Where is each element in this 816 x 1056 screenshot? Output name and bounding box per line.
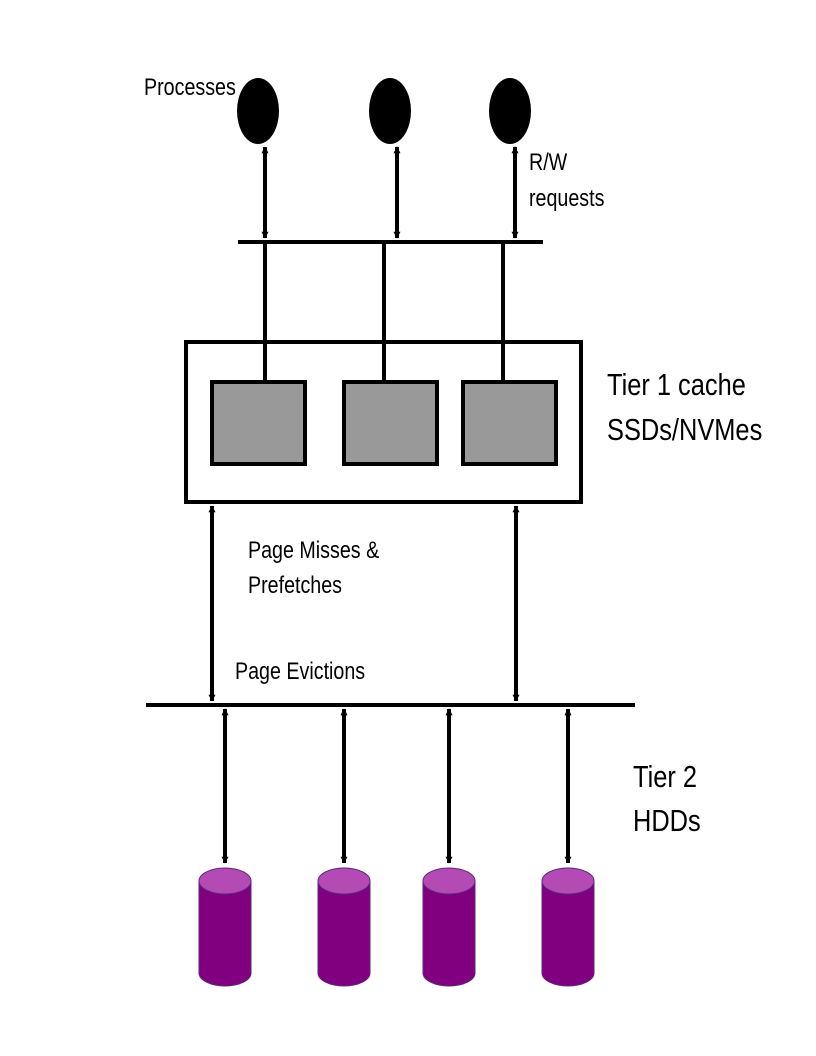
tier2-label-line1: Tier 2: [633, 760, 697, 795]
tier2-label-line2: HDDs: [633, 804, 701, 839]
page-misses-label-line2: Prefetches: [248, 571, 342, 598]
hdd-cylinder-icon: [422, 867, 476, 987]
process-node: [237, 78, 279, 144]
tier1-cache-box: [184, 340, 583, 504]
processes-label: Processes: [144, 73, 236, 100]
cache-blocks: [210, 380, 558, 466]
rw-requests-label-line2: requests: [529, 184, 604, 211]
hdd-arrows: [221, 708, 572, 864]
hdd-cylinder-icon: [317, 867, 371, 987]
process-node: [489, 78, 531, 144]
process-node: [369, 78, 411, 144]
bus-to-cache-connectors: [263, 242, 505, 382]
hdd-cylinder-icon: [541, 867, 595, 987]
tier1-label-line2: SSDs/NVMes: [607, 413, 762, 448]
cache-block: [461, 380, 558, 466]
tier-transfer-arrows: [208, 505, 520, 702]
cache-block: [342, 380, 439, 466]
rw-request-arrows: [261, 146, 519, 239]
hdd-cylinders: [198, 867, 595, 987]
tier1-label-line1: Tier 1 cache: [607, 368, 746, 403]
rw-requests-label-line1: R/W: [529, 148, 568, 175]
hdd-cylinder-icon: [198, 867, 252, 987]
page-evictions-label: Page Evictions: [235, 657, 365, 684]
cache-block: [210, 380, 307, 466]
page-misses-label-line1: Page Misses &: [248, 536, 380, 563]
process-nodes: [237, 78, 531, 144]
